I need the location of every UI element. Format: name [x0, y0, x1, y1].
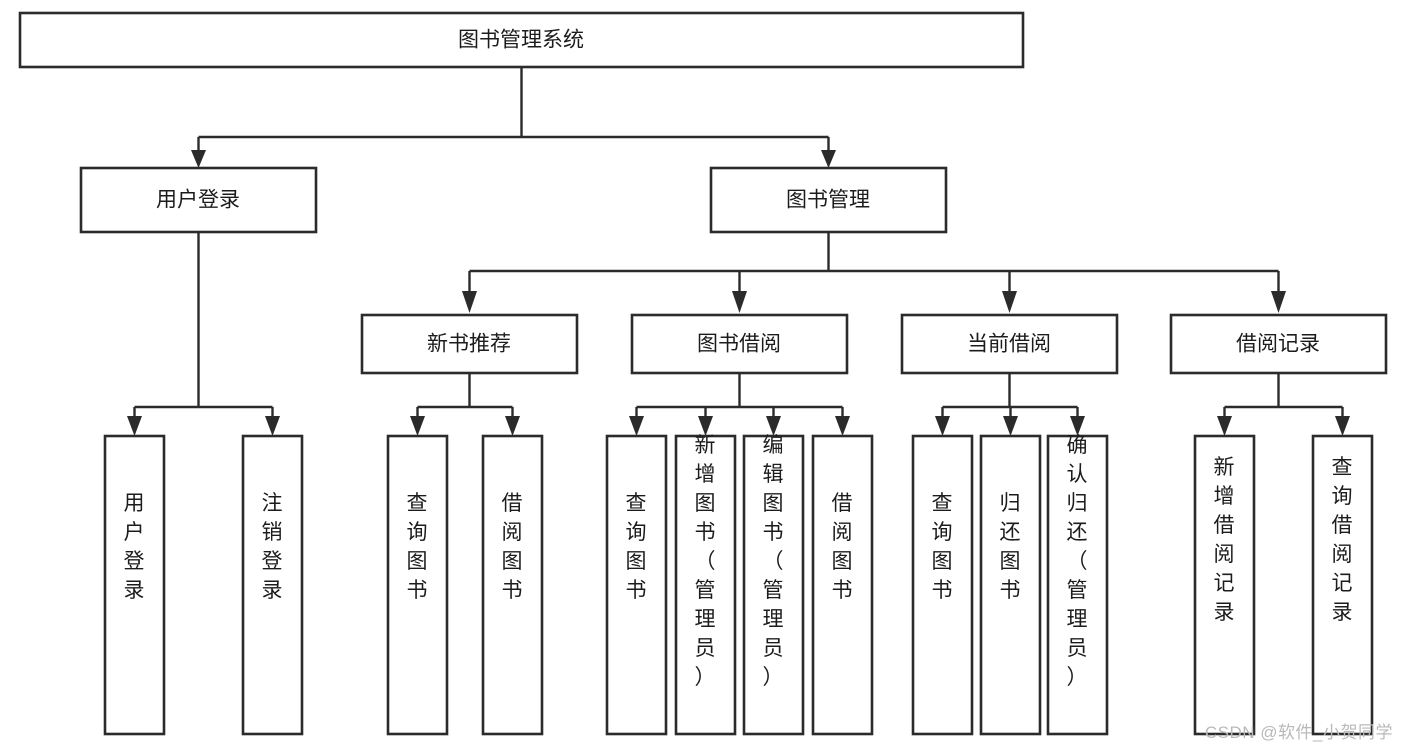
node-leaf-user-login-label: 用户登录 [124, 492, 145, 602]
arrow-head-leaf-query-record [1335, 416, 1350, 436]
node-leaf-confirm-return-label: 确认归还（管理员） [1067, 434, 1088, 689]
node-leaf-query-book-2[interactable]: 查询图书 [605, 434, 668, 736]
node-leaf-logout[interactable]: 注销登录 [241, 434, 304, 736]
node-leaf-borrow-book-2[interactable]: 借阅图书 [811, 434, 874, 736]
node-leaf-edit-book[interactable]: 编辑图书（管理员） [742, 434, 805, 736]
arrow-head-leaf-confirm-return [1070, 416, 1085, 436]
node-leaf-borrow-book-2-box[interactable] [811, 434, 874, 736]
arrow-head-leaf-query-book-2 [629, 416, 644, 436]
arrow-head-leaf-borrow-book-2 [835, 416, 850, 436]
node-leaf-edit-book-label: 编辑图书（管理员） [763, 434, 784, 689]
arrow-head-book-borrow [732, 291, 747, 313]
arrow-head-user-login [191, 150, 206, 168]
node-leaf-logout-box[interactable] [241, 434, 304, 736]
node-leaf-borrow-book-1-box[interactable] [481, 434, 544, 736]
node-leaf-query-book-2-label: 查询图书 [626, 492, 647, 602]
arrow-head-leaf-edit-book [766, 416, 781, 436]
node-book-borrow-label: 图书借阅 [697, 333, 781, 356]
node-user-login-label: 用户登录 [156, 189, 240, 212]
arrow-head-leaf-user-login [127, 416, 142, 436]
node-leaf-query-book-1[interactable]: 查询图书 [386, 434, 449, 736]
node-borrow-record-label: 借阅记录 [1236, 333, 1320, 356]
node-leaf-confirm-return-box[interactable] [1046, 434, 1109, 736]
arrow-head-leaf-query-book-3 [935, 416, 950, 436]
node-leaf-add-record-label: 新增借阅记录 [1214, 456, 1235, 624]
node-leaf-query-book-1-label: 查询图书 [407, 492, 428, 602]
node-borrow-record-box[interactable] [1169, 313, 1388, 375]
node-new-book-recommend[interactable]: 新书推荐 [360, 313, 579, 375]
node-root[interactable]: 图书管理系统 [18, 11, 1025, 69]
node-new-book-recommend-box[interactable] [360, 313, 579, 375]
node-book-management-label: 图书管理 [786, 189, 870, 212]
node-leaf-return-book-label: 归还图书 [1000, 492, 1021, 602]
node-leaf-query-book-3[interactable]: 查询图书 [911, 434, 974, 736]
node-leaf-borrow-book-1[interactable]: 借阅图书 [481, 434, 544, 736]
arrow-head-leaf-query-book-1 [410, 416, 425, 436]
arrow-head-leaf-add-record [1217, 416, 1232, 436]
node-leaf-borrow-book-2-label: 借阅图书 [832, 492, 853, 602]
node-leaf-add-record-box[interactable] [1193, 434, 1256, 736]
node-leaf-logout-label: 注销登录 [262, 492, 283, 602]
arrow-head-borrow-record [1271, 291, 1286, 313]
node-leaf-query-record-label: 查询借阅记录 [1332, 456, 1353, 624]
arrow-head-leaf-logout [265, 416, 280, 436]
node-leaf-query-book-3-box[interactable] [911, 434, 974, 736]
node-leaf-query-book-1-box[interactable] [386, 434, 449, 736]
node-leaf-add-record[interactable]: 新增借阅记录 [1193, 434, 1256, 736]
node-book-management-box[interactable] [709, 166, 948, 234]
arrow-head-current-borrow [1002, 291, 1017, 313]
node-borrow-record[interactable]: 借阅记录 [1169, 313, 1388, 375]
arrow-head-leaf-borrow-book-1 [505, 416, 520, 436]
node-leaf-borrow-book-1-label: 借阅图书 [502, 492, 523, 602]
node-leaf-return-book-box[interactable] [979, 434, 1042, 736]
node-leaf-query-book-3-label: 查询图书 [932, 492, 953, 602]
arrow-head-leaf-add-book [698, 416, 713, 436]
node-leaf-user-login[interactable]: 用户登录 [103, 434, 166, 736]
node-current-borrow-label: 当前借阅 [967, 333, 1051, 356]
node-user-login[interactable]: 用户登录 [79, 166, 318, 234]
node-book-management[interactable]: 图书管理 [709, 166, 948, 234]
node-book-borrow[interactable]: 图书借阅 [630, 313, 849, 375]
connector-layer [127, 67, 1350, 436]
node-leaf-query-record[interactable]: 查询借阅记录 [1311, 434, 1374, 736]
node-leaf-user-login-box[interactable] [103, 434, 166, 736]
csdn-watermark: CSDN @软件_小贺同学 [1204, 723, 1393, 742]
arrow-head-book-management [821, 150, 836, 168]
node-leaf-return-book[interactable]: 归还图书 [979, 434, 1042, 736]
arrow-head-new-book-recommend [462, 291, 477, 313]
node-leaf-confirm-return[interactable]: 确认归还（管理员） [1046, 434, 1109, 736]
node-new-book-recommend-label: 新书推荐 [427, 333, 511, 356]
node-leaf-edit-book-box[interactable] [742, 434, 805, 736]
node-user-login-box[interactable] [79, 166, 318, 234]
node-leaf-add-book-label: 新增图书（管理员） [695, 434, 716, 689]
node-leaf-add-book-box[interactable] [674, 434, 737, 736]
node-leaf-query-book-2-box[interactable] [605, 434, 668, 736]
arrow-head-leaf-return-book [1003, 416, 1018, 436]
node-leaf-add-book[interactable]: 新增图书（管理员） [674, 434, 737, 736]
node-leaf-query-record-box[interactable] [1311, 434, 1374, 736]
node-root-box[interactable] [18, 11, 1025, 69]
node-root-label: 图书管理系统 [458, 29, 584, 52]
node-current-borrow[interactable]: 当前借阅 [900, 313, 1119, 375]
node-book-borrow-box[interactable] [630, 313, 849, 375]
node-current-borrow-box[interactable] [900, 313, 1119, 375]
